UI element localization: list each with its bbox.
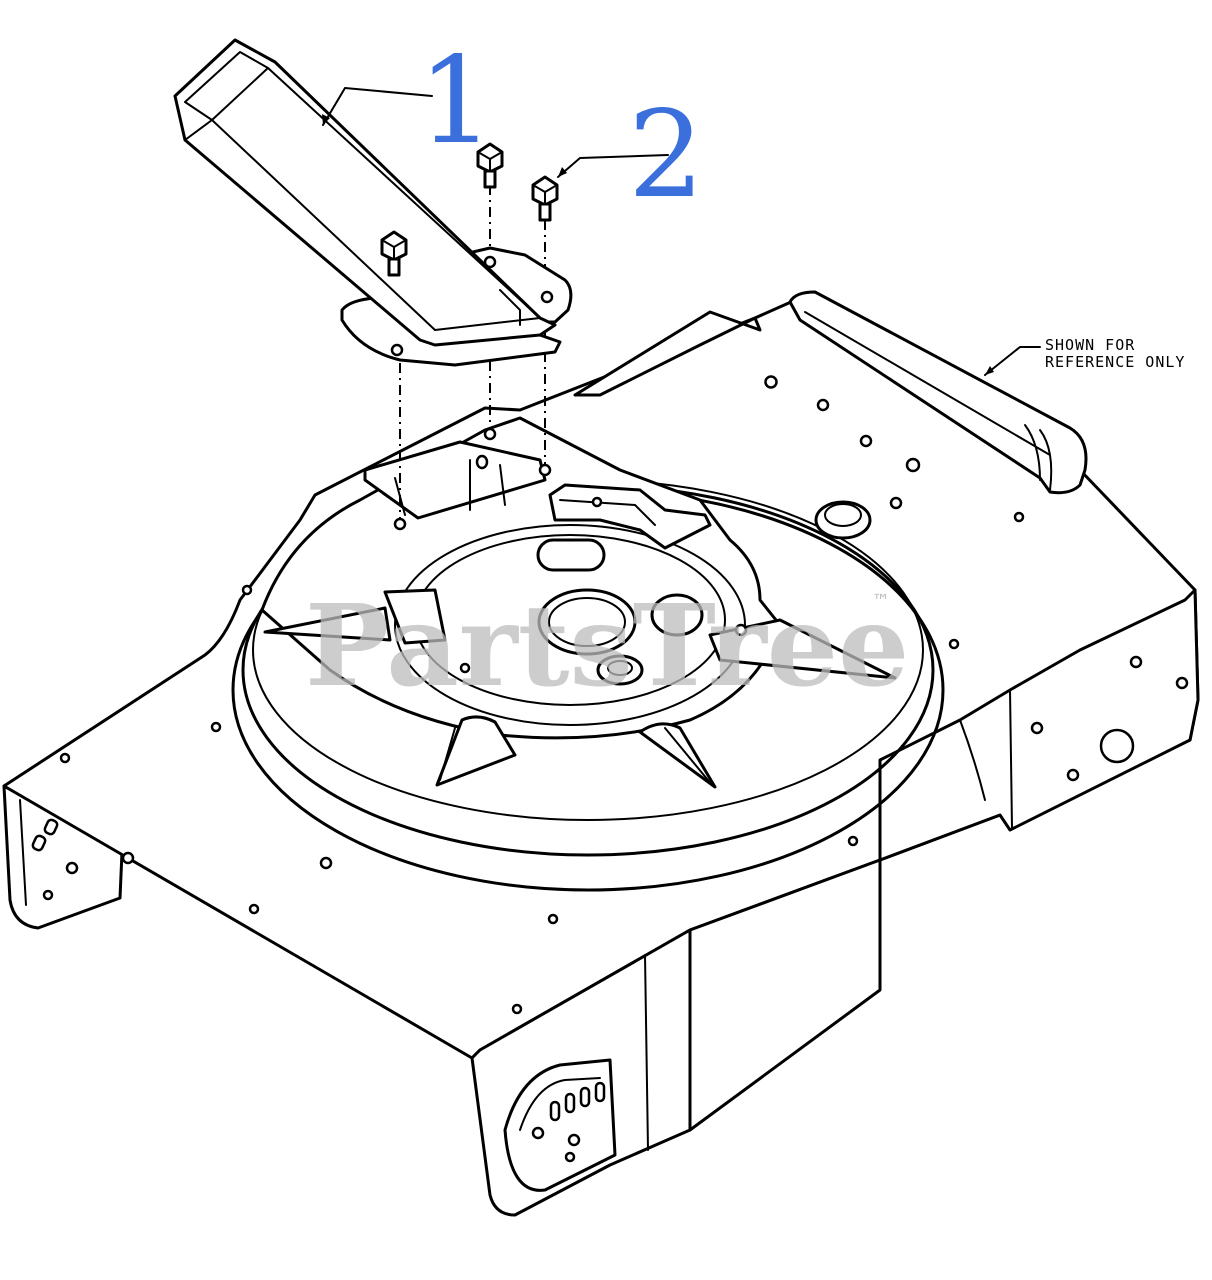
baffle-fin [263,606,392,642]
leader-lines [322,87,1041,376]
mower-deck [2,290,1200,1217]
baffle-fin [708,618,897,680]
reference-note-line-1: SHOWN FOR [1045,336,1135,354]
watermark-logo: PartsTree [305,581,909,712]
baffle-fin [435,715,517,787]
baffle-fin [638,722,717,789]
callout-number-2: 2 [628,86,704,225]
callout-number-1: 1 [418,32,494,171]
watermark-trademark: ™ [872,591,890,612]
part-2-bolt [380,230,408,277]
part-2-bolt [476,142,504,189]
part-2-bolt [531,175,559,222]
part-1-chute-deflector [173,38,573,367]
reference-note-line-2: REFERENCE ONLY [1045,353,1185,371]
